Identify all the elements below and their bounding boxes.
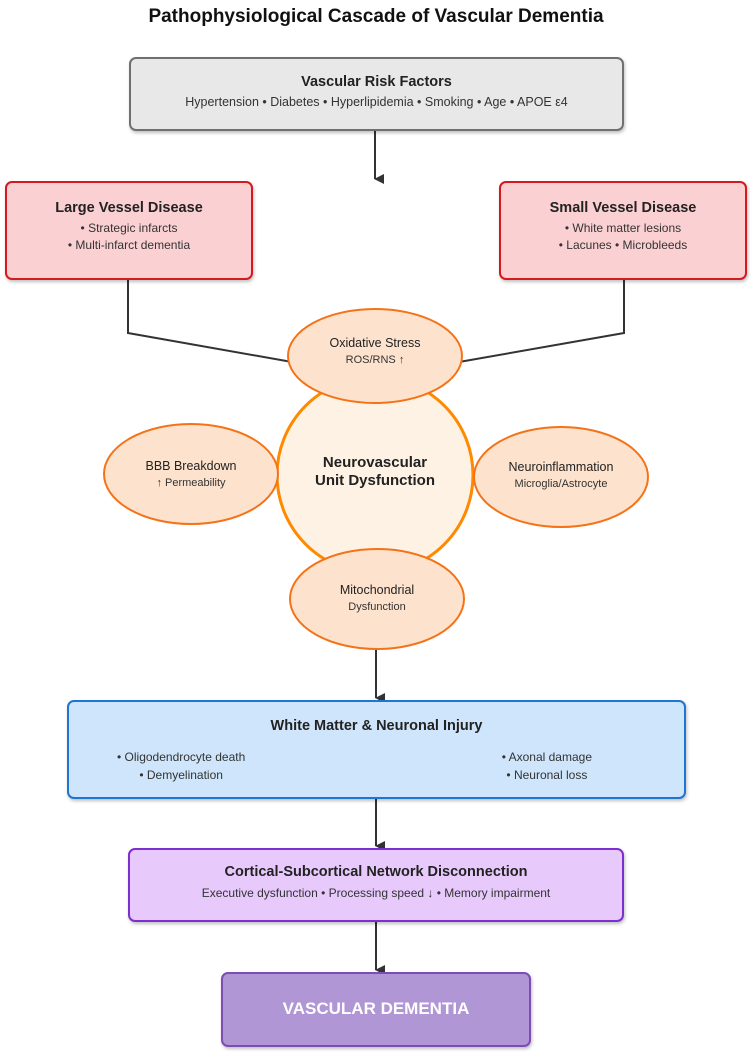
white-matter-heading: White Matter & Neuronal Injury bbox=[270, 718, 483, 734]
small-vessel-item: • Lacunes • Microbleeds bbox=[558, 238, 688, 252]
large-vessel-item: • Strategic infarcts bbox=[80, 221, 178, 235]
white-matter-injury-box: White Matter & Neuronal Injury • Oligode… bbox=[67, 700, 686, 799]
mitochondrial-ellipse bbox=[289, 548, 465, 650]
white-matter-right-list: • Axonal damage • Neuronal loss bbox=[502, 748, 592, 784]
white-matter-item: • Demyelination bbox=[139, 768, 223, 782]
oxidative-stress-ellipse bbox=[287, 308, 463, 404]
white-matter-item: • Oligodendrocyte death bbox=[117, 750, 246, 764]
small-vessel-heading: Small Vessel Disease bbox=[549, 200, 697, 216]
network-disconnection-heading: Cortical-Subcortical Network Disconnecti… bbox=[224, 864, 528, 880]
network-disconnection-box: Cortical-Subcortical Network Disconnecti… bbox=[128, 848, 624, 922]
risk-factors-heading: Vascular Risk Factors bbox=[301, 74, 452, 90]
nvu-label-line2: Unit Dysfunction bbox=[315, 472, 435, 489]
large-vessel-disease-box: Large Vessel Disease • Strategic infarct… bbox=[5, 181, 253, 280]
diagram-title: Pathophysiological Cascade of Vascular D… bbox=[148, 6, 604, 27]
risk-factors-box: Vascular Risk Factors Hypertension • Dia… bbox=[129, 57, 624, 131]
nvu-label-line1: Neurovascular bbox=[322, 454, 428, 471]
nvu-core-label: Neurovascular Unit Dysfunction bbox=[277, 454, 473, 490]
large-vessel-heading: Large Vessel Disease bbox=[55, 200, 203, 216]
connector-large-vessel bbox=[127, 280, 293, 363]
white-matter-item: • Axonal damage bbox=[501, 750, 592, 764]
network-disconnection-list: Executive dysfunction • Processing speed… bbox=[201, 886, 551, 900]
bbb-breakdown-ellipse bbox=[103, 423, 279, 525]
connector-small-vessel bbox=[458, 280, 625, 363]
white-matter-item: • Neuronal loss bbox=[506, 768, 588, 782]
large-vessel-item: • Multi-infarct dementia bbox=[67, 238, 191, 252]
small-vessel-disease-box: Small Vessel Disease • White matter lesi… bbox=[499, 181, 747, 280]
white-matter-left-list: • Oligodendrocyte death • Demyelination bbox=[117, 748, 245, 784]
small-vessel-item: • White matter lesions bbox=[564, 221, 682, 235]
vascular-dementia-label: VASCULAR DEMENTIA bbox=[282, 999, 470, 1018]
risk-factors-list: Hypertension • Diabetes • Hyperlipidemia… bbox=[185, 95, 568, 109]
neuroinflammation-ellipse bbox=[473, 426, 649, 528]
vascular-dementia-box: VASCULAR DEMENTIA bbox=[221, 972, 531, 1047]
